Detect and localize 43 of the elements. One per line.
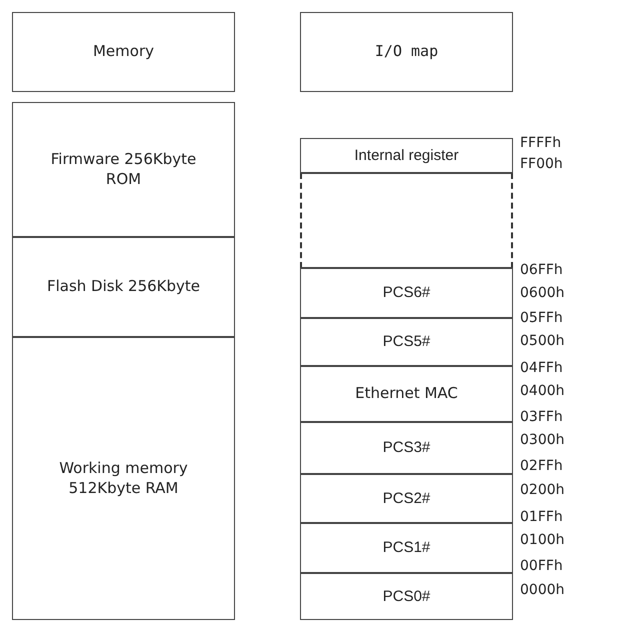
region-label: PCS2# [382,488,432,508]
memory-region-box [12,102,235,237]
address-label: FFFFh [520,135,562,151]
empty-region [300,173,513,268]
memory-region-box [300,318,513,366]
region-label: PCS5# [382,332,432,352]
column-header-box [12,12,235,92]
address-label: 0600h [520,285,565,301]
address-label: 0100h [520,532,565,548]
address-label: 00FFh [520,558,563,574]
address-label: 03FFh [520,409,563,425]
column-title: I/O map [374,42,440,62]
column-title: Memory [92,42,155,62]
address-label: FF00h [520,156,563,172]
region-label: PCS0# [382,586,432,606]
address-label: 0000h [520,582,565,598]
address-label: 06FFh [520,262,563,278]
memory-region-box [300,573,513,620]
region-label: PCS1# [382,538,432,558]
memory-region-box [300,422,513,474]
memory-region-box [300,474,513,523]
memory-region-box [12,337,235,620]
address-label: 01FFh [520,509,563,525]
region-label: Internal register [353,146,460,166]
address-label: 02FFh [520,458,563,474]
memory-region-box [300,138,513,173]
memory-region-box [300,268,513,318]
memory-region-box [300,523,513,573]
memory-region-box [300,366,513,422]
address-label: 0300h [520,432,565,448]
region-label: Firmware 256Kbyte ROM [50,150,198,189]
region-label: PCS3# [382,438,432,458]
region-label: Working memory 512Kbyte RAM [58,459,189,498]
address-label: 0200h [520,482,565,498]
region-label: Flash Disk 256Kbyte [46,277,202,297]
column-header-box [300,12,513,92]
address-label: 05FFh [520,310,563,326]
region-label: Ethernet MAC [354,384,459,404]
address-label: 04FFh [520,360,563,376]
address-label: 0400h [520,383,565,399]
memory-region-box [12,237,235,337]
region-label: PCS6# [382,283,432,303]
address-label: 0500h [520,333,565,349]
